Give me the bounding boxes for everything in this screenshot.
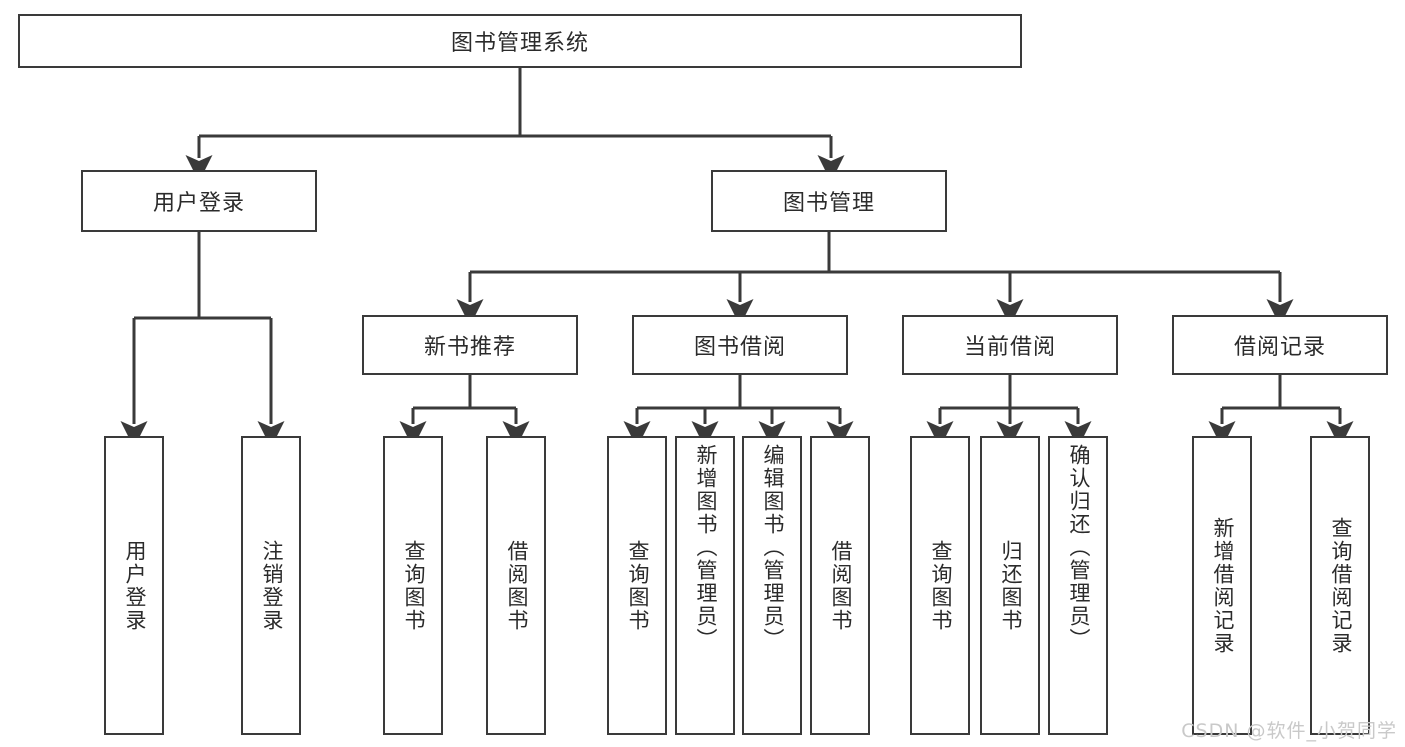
leaf-return-book[interactable]: 归还图书 — [980, 436, 1040, 735]
leaf-query-book-3-label: 查询图书 — [928, 539, 953, 632]
leaf-borrow-book-1[interactable]: 借阅图书 — [486, 436, 546, 735]
node-borrow-record-label: 借阅记录 — [1233, 335, 1326, 360]
node-user-login-label: 用户登录 — [152, 191, 245, 216]
node-user-login[interactable]: 用户登录 — [81, 170, 317, 232]
leaf-logout-label: 注销登录 — [259, 539, 284, 632]
node-root[interactable]: 图书管理系统 — [18, 14, 1022, 68]
node-book-borrow[interactable]: 图书借阅 — [632, 315, 848, 375]
leaf-query-borrow-record[interactable]: 查询借阅记录 — [1310, 436, 1370, 735]
leaf-query-book-1-label: 查询图书 — [401, 539, 426, 632]
leaf-query-book-2[interactable]: 查询图书 — [607, 436, 667, 735]
leaf-user-login-label: 用户登录 — [122, 539, 147, 632]
node-book-borrow-label: 图书借阅 — [693, 335, 786, 360]
leaf-add-book-admin-label: 新增图书（管理员） — [693, 444, 718, 651]
leaf-edit-book-admin-label: 编辑图书（管理员） — [760, 444, 785, 651]
leaf-logout[interactable]: 注销登录 — [241, 436, 301, 735]
node-book-manage-label: 图书管理 — [782, 191, 875, 216]
node-current-borrow[interactable]: 当前借阅 — [902, 315, 1118, 375]
leaf-user-login[interactable]: 用户登录 — [104, 436, 164, 735]
leaf-borrow-book-2-label: 借阅图书 — [828, 539, 853, 632]
leaf-add-borrow-record[interactable]: 新增借阅记录 — [1192, 436, 1252, 735]
node-new-book-recommend[interactable]: 新书推荐 — [362, 315, 578, 375]
leaf-confirm-return-admin[interactable]: 确认归还（管理员） — [1048, 436, 1108, 735]
leaf-confirm-return-admin-label: 确认归还（管理员） — [1066, 444, 1091, 651]
watermark: CSDN @软件_小贺同学 — [1181, 720, 1397, 742]
leaf-return-book-label: 归还图书 — [998, 539, 1023, 632]
node-new-book-recommend-label: 新书推荐 — [423, 335, 516, 360]
node-root-label: 图书管理系统 — [450, 31, 589, 56]
leaf-query-book-2-label: 查询图书 — [625, 539, 650, 632]
leaf-add-borrow-record-label: 新增借阅记录 — [1210, 516, 1235, 655]
leaf-query-borrow-record-label: 查询借阅记录 — [1328, 516, 1353, 655]
leaf-query-book-1[interactable]: 查询图书 — [383, 436, 443, 735]
leaf-edit-book-admin[interactable]: 编辑图书（管理员） — [742, 436, 802, 735]
leaf-add-book-admin[interactable]: 新增图书（管理员） — [675, 436, 735, 735]
leaf-borrow-book-1-label: 借阅图书 — [504, 539, 529, 632]
node-current-borrow-label: 当前借阅 — [963, 335, 1056, 360]
leaf-query-book-3[interactable]: 查询图书 — [910, 436, 970, 735]
leaf-borrow-book-2[interactable]: 借阅图书 — [810, 436, 870, 735]
node-borrow-record[interactable]: 借阅记录 — [1172, 315, 1388, 375]
node-book-manage[interactable]: 图书管理 — [711, 170, 947, 232]
